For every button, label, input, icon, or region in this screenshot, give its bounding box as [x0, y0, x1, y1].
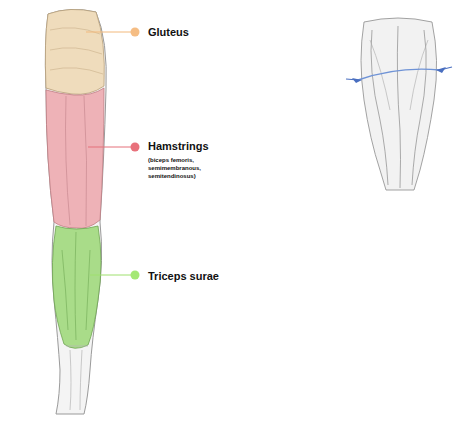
muscle-label: Triceps surae — [148, 270, 219, 282]
muscle-label: Gluteus — [148, 26, 189, 38]
calf-sketch — [346, 18, 452, 190]
muscle-label: Hamstrings — [148, 140, 209, 152]
muscle-sublabel: (biceps femoris, semimembranous, semiten… — [148, 156, 210, 180]
